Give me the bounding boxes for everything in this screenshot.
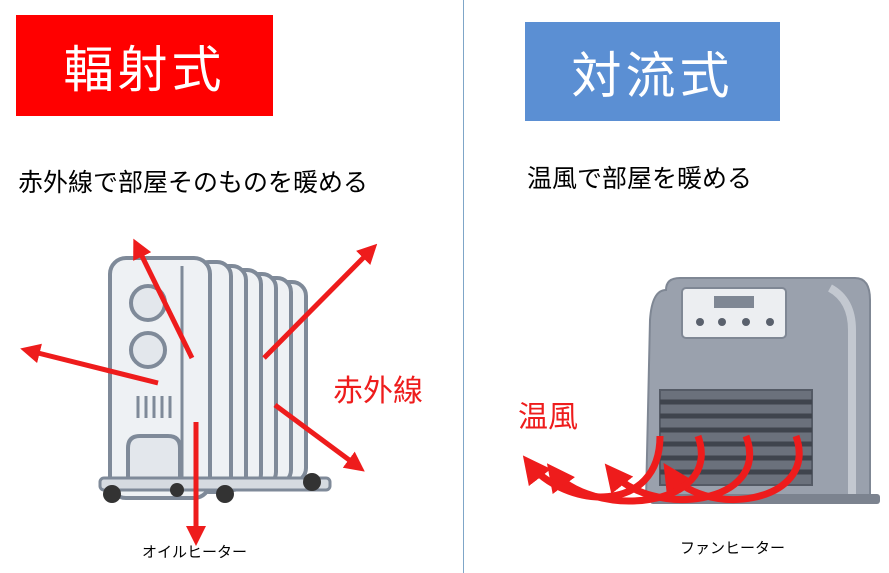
center-divider	[463, 0, 464, 573]
radiant-heading: 輻射式	[63, 40, 226, 99]
warm-air-arrow	[522, 435, 664, 501]
warm-air-arrow	[546, 434, 705, 505]
radiant-heading-box: 輻射式	[16, 15, 273, 116]
infrared-arrow	[133, 238, 195, 360]
fan-heater-caption: ファンヒーター	[680, 539, 786, 557]
infrared-arrow	[273, 402, 365, 472]
radiant-subtitle: 赤外線で部屋そのものを暖める	[18, 168, 369, 197]
infrared-arrows	[20, 238, 378, 546]
warm-air-label: 温風	[518, 400, 578, 435]
infrared-arrow	[262, 243, 378, 360]
convection-heading-box: 対流式	[525, 22, 780, 121]
convection-heading: 対流式	[571, 46, 734, 105]
fan-heater-illustration	[644, 277, 880, 504]
oil-heater-caption: オイルヒーター	[142, 543, 248, 561]
infrared-arrow	[20, 343, 159, 386]
warm-air-arrow	[604, 434, 753, 503]
oil-heater-illustration	[98, 256, 332, 503]
warm-air-arrows	[522, 434, 803, 505]
infrared-label: 赤外線	[333, 374, 423, 409]
convection-subtitle: 温風で部屋を暖める	[527, 164, 753, 193]
